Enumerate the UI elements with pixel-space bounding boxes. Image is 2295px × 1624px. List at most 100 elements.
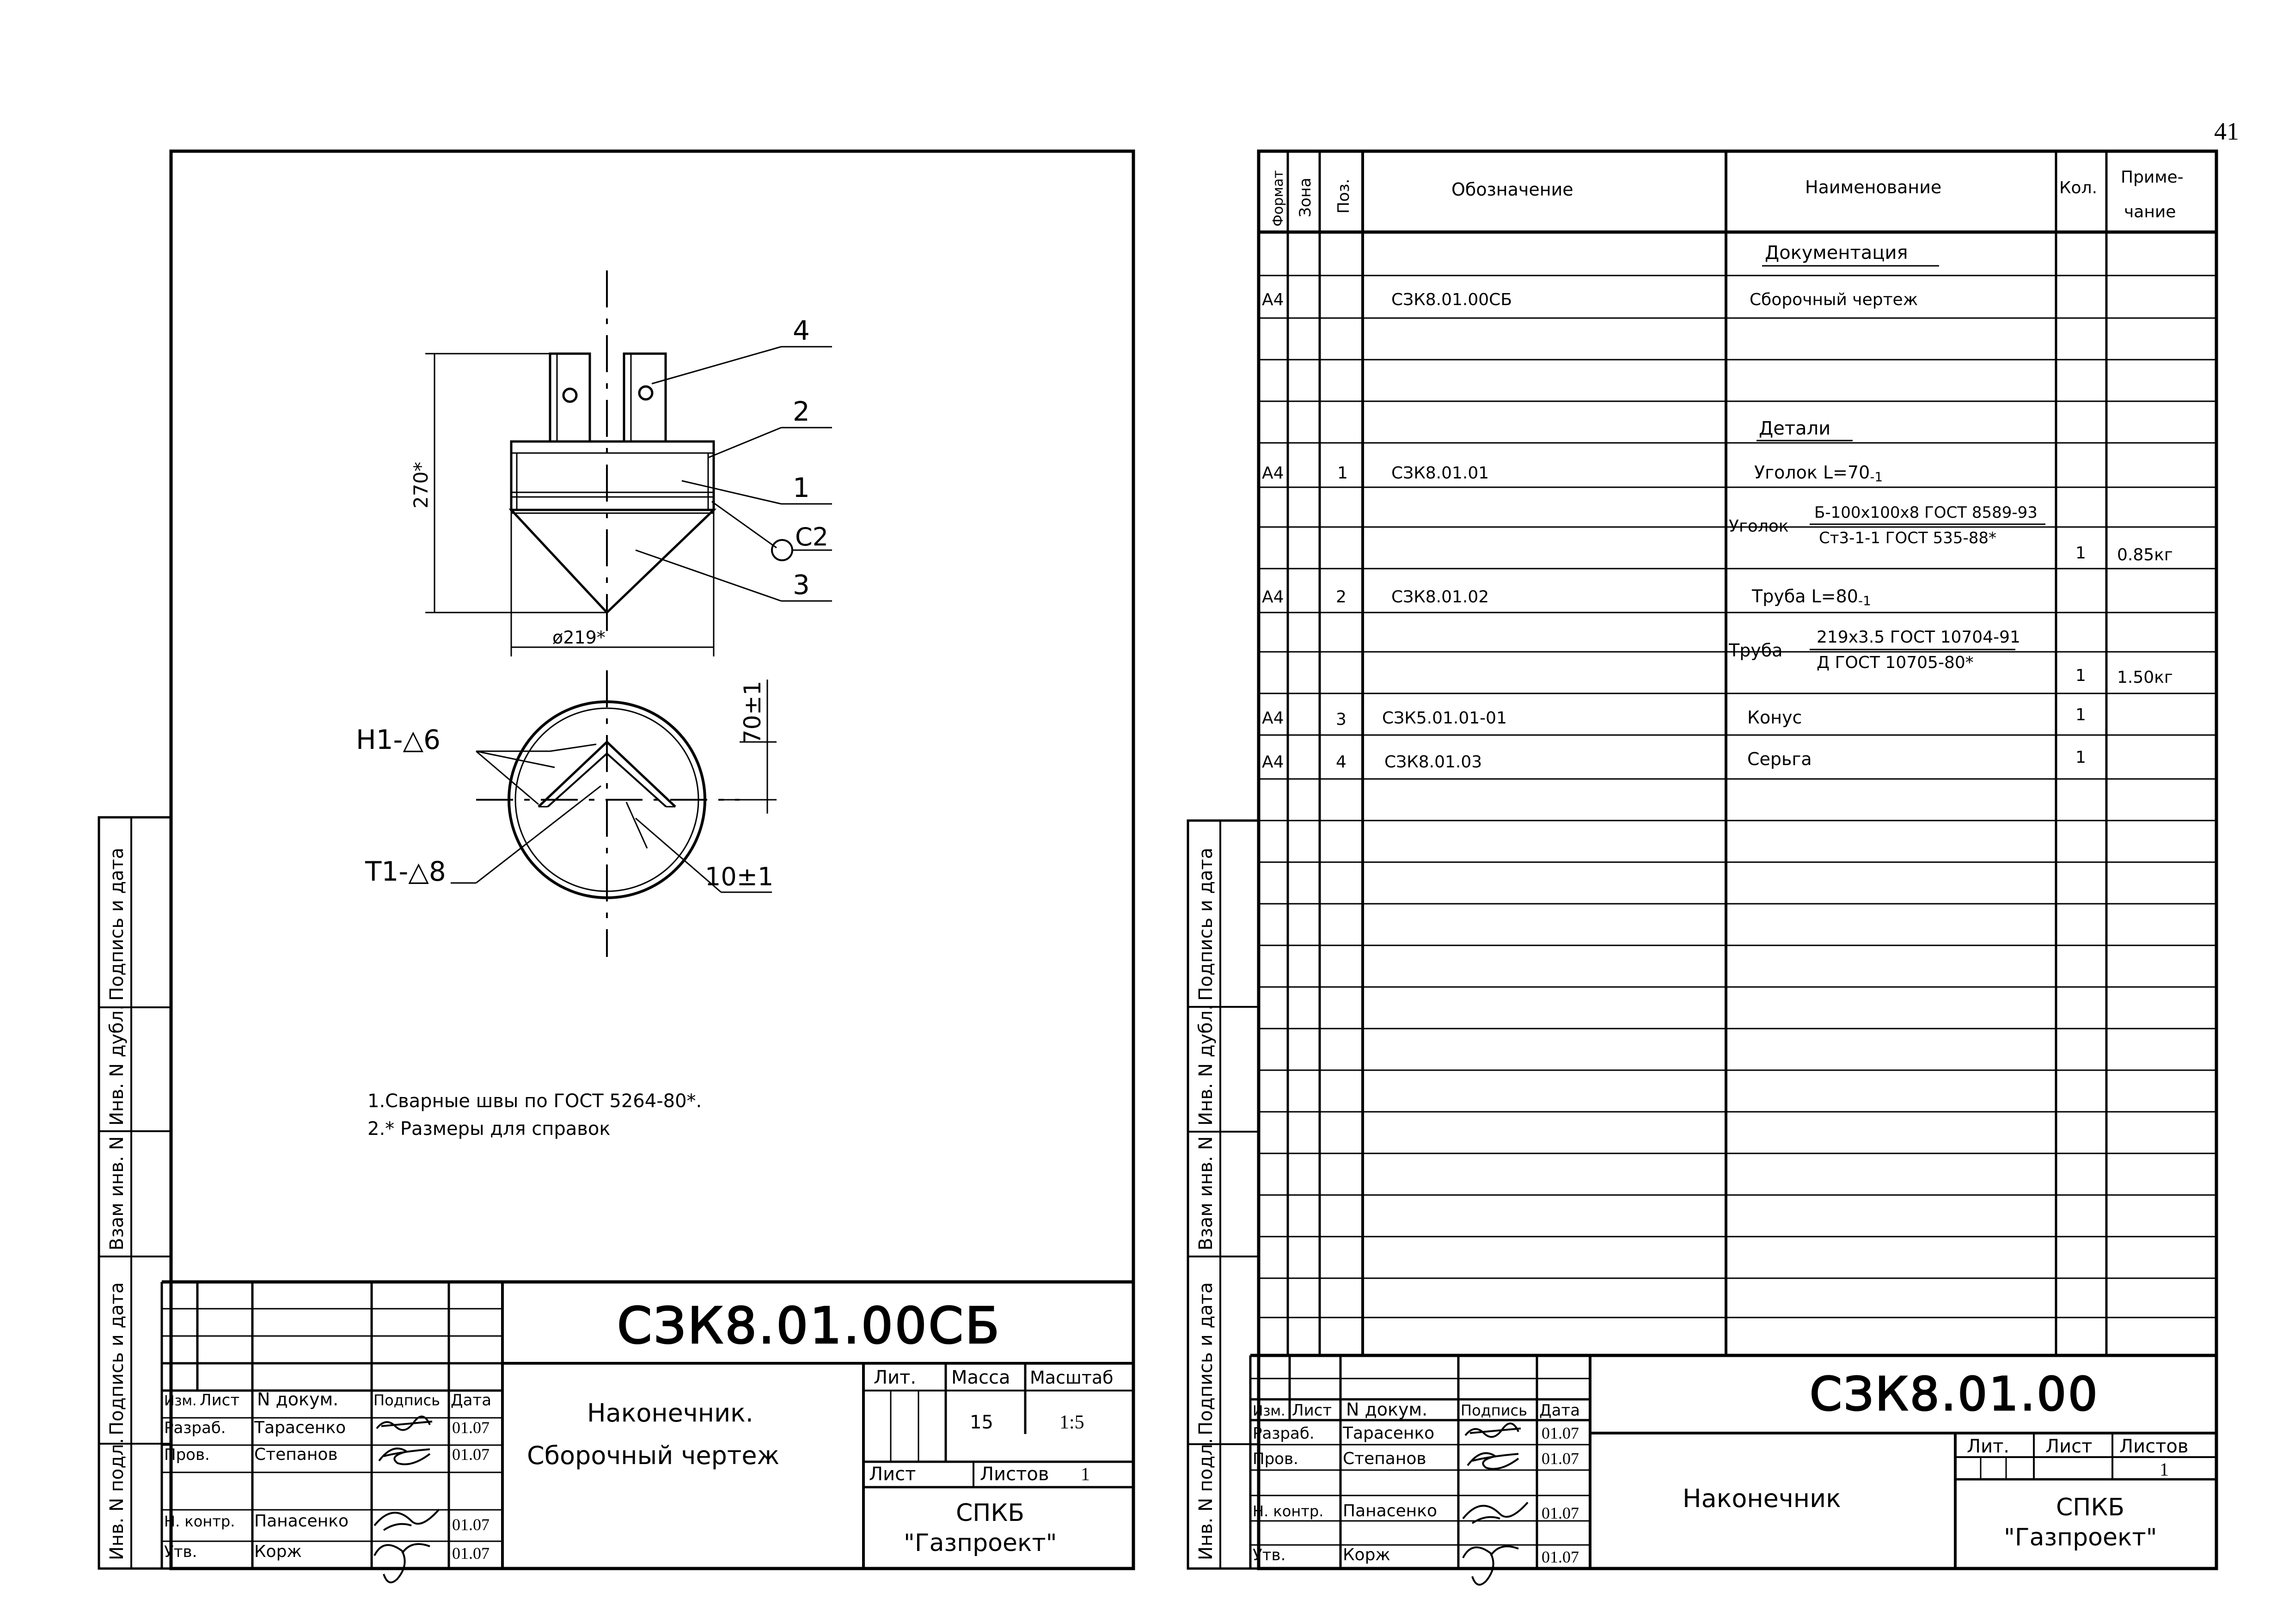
side-label: Взам инв. N bbox=[1195, 1136, 1217, 1250]
hdr-ndoc: N докум. bbox=[1346, 1399, 1427, 1420]
sheets-value: 1 bbox=[2160, 1459, 2169, 1480]
callout-4: 4 bbox=[793, 315, 810, 346]
col-zone: Зона bbox=[1296, 178, 1315, 217]
hdr-data: Дата bbox=[1539, 1401, 1580, 1420]
item-code: СЗК8.01.03 bbox=[1384, 753, 1482, 772]
signatures bbox=[373, 1416, 440, 1583]
material-top: Б-100х100х8 ГОСТ 8589-93 bbox=[1814, 503, 2038, 522]
col-qty: Кол. bbox=[2059, 178, 2097, 197]
left-title-block-text: СЗК8.01.00СБ Изм. Лист N докум. Подпись … bbox=[164, 1297, 1114, 1563]
item-code: СЗК8.01.00СБ bbox=[1391, 290, 1512, 309]
hdr-list: Лист bbox=[1292, 1401, 1332, 1420]
sheet-label: Лист bbox=[2045, 1436, 2092, 1457]
signatures bbox=[1462, 1422, 1529, 1586]
org-line-1: СПКБ bbox=[2056, 1494, 2124, 1521]
item-note: 1.50кг bbox=[2117, 668, 2173, 687]
item-format: A4 bbox=[1262, 709, 1284, 728]
item-qty: 1 bbox=[2075, 666, 2086, 685]
hdr-data: Дата bbox=[451, 1391, 491, 1410]
dim-diameter-label: ø219* bbox=[552, 627, 606, 648]
doc-code: СЗК8.01.00 bbox=[1810, 1367, 2099, 1421]
col-note-2: чание bbox=[2124, 202, 2176, 221]
item-pos: 2 bbox=[1336, 588, 1346, 607]
col-designation: Обозначение bbox=[1451, 179, 1573, 200]
weld-h1-label: H1-△6 bbox=[356, 724, 441, 755]
date: 01.07 bbox=[452, 1445, 490, 1464]
right-side-labels: Инв. N подл. Подпись и дата Взам инв. N … bbox=[1195, 848, 1217, 1560]
hdr-izm: Изм. bbox=[1253, 1403, 1285, 1419]
col-pos: Поз. bbox=[1334, 179, 1353, 214]
length-tolerance: -1 bbox=[1858, 593, 1871, 608]
col-name: Наименование bbox=[1805, 177, 1941, 197]
person-name: Корж bbox=[254, 1542, 302, 1561]
role: Н. контр. bbox=[164, 1513, 235, 1530]
item-pos: 4 bbox=[1336, 753, 1346, 772]
role: Пров. bbox=[164, 1446, 210, 1464]
person-name: Тарасенко bbox=[254, 1418, 346, 1437]
lit-label: Лит. bbox=[874, 1367, 916, 1388]
item-note: 0.85кг bbox=[2117, 545, 2173, 564]
item-qty: 1 bbox=[2075, 705, 2086, 724]
scale-value: 1:5 bbox=[1059, 1412, 1084, 1433]
material-label: Уголок bbox=[1729, 517, 1789, 536]
col-format: Формат bbox=[1270, 170, 1286, 227]
plan-view bbox=[451, 670, 777, 957]
org-line-1: СПКБ bbox=[956, 1499, 1024, 1527]
side-label: Подпись и дата bbox=[106, 848, 128, 1001]
date: 01.07 bbox=[452, 1544, 490, 1563]
callout-3: 3 bbox=[793, 569, 810, 601]
sheets-label: Листов bbox=[980, 1464, 1049, 1485]
item-pos: 3 bbox=[1336, 710, 1346, 729]
item-name: Серьга bbox=[1747, 749, 1812, 769]
person-name: Панасенко bbox=[254, 1512, 349, 1531]
item-code: СЗК8.01.02 bbox=[1391, 588, 1489, 607]
spec-body: Документация Детали A4 СЗК8.01.00СБ Сбор… bbox=[1262, 242, 2173, 772]
item-format: A4 bbox=[1262, 753, 1284, 772]
mass-label: Масса bbox=[951, 1367, 1010, 1388]
section-parts: Детали bbox=[1759, 418, 1830, 439]
note-2: 2.* Размеры для справок bbox=[367, 1118, 611, 1140]
hdr-list: Лист bbox=[200, 1391, 239, 1410]
item-qty: 1 bbox=[2075, 544, 2086, 563]
item-name: Уголок L=70-1 bbox=[1754, 462, 1883, 484]
date: 01.07 bbox=[452, 1515, 490, 1534]
callout-1: 1 bbox=[793, 472, 810, 503]
dim-10-label: 10±1 bbox=[705, 862, 773, 891]
scale-label: Масштаб bbox=[1030, 1367, 1114, 1388]
sheets-value: 1 bbox=[1081, 1464, 1090, 1484]
person-name: Тарасенко bbox=[1342, 1424, 1434, 1443]
notes: 1.Сварные швы по ГОСТ 5264-80*. 2.* Разм… bbox=[367, 1091, 702, 1140]
length-tolerance: -1 bbox=[1870, 469, 1883, 484]
role: Н. контр. bbox=[1253, 1502, 1323, 1520]
item-name: Сборочный чертеж bbox=[1750, 290, 1918, 309]
sheet-label: Лист bbox=[869, 1464, 916, 1485]
doc-code: СЗК8.01.00СБ bbox=[617, 1297, 1001, 1355]
right-sheet bbox=[1187, 149, 2218, 1570]
person-name: Панасенко bbox=[1343, 1501, 1437, 1520]
material-bottom: Д ГОСТ 10705-80* bbox=[1817, 653, 1974, 672]
left-sheet bbox=[98, 149, 1135, 1570]
item-format: A4 bbox=[1262, 290, 1284, 309]
callout-2: 2 bbox=[793, 396, 810, 427]
col-note-1: Приме- bbox=[2121, 168, 2184, 187]
plan-view-labels: H1-△6 T1-△8 70±1 10±1 bbox=[356, 681, 773, 891]
weld-c2-label: C2 bbox=[795, 522, 828, 552]
title-line-2: Сборочный чертеж bbox=[527, 1441, 779, 1470]
role: Пров. bbox=[1253, 1450, 1298, 1468]
item-code: СЗК8.01.01 bbox=[1391, 464, 1489, 483]
hdr-ndoc: N докум. bbox=[257, 1389, 338, 1410]
person-name: Степанов bbox=[254, 1445, 338, 1464]
org-line-2: "Газпроект" bbox=[2004, 1524, 2157, 1551]
material-top: 219х3.5 ГОСТ 10704-91 bbox=[1817, 628, 2020, 647]
hdr-podp: Подпись bbox=[373, 1391, 440, 1409]
material-label: Труба bbox=[1728, 640, 1783, 661]
note-1: 1.Сварные швы по ГОСТ 5264-80*. bbox=[367, 1091, 702, 1112]
hdr-izm: Изм. bbox=[164, 1393, 197, 1409]
side-label: Подпись и дата bbox=[1195, 1282, 1217, 1435]
item-qty: 1 bbox=[2075, 748, 2086, 767]
item-name: Конус bbox=[1747, 707, 1802, 728]
side-label: Подпись и дата bbox=[106, 1282, 128, 1435]
right-title-block-text: СЗК8.01.00 Изм. Лист N докум. Подпись Да… bbox=[1253, 1367, 2188, 1567]
date: 01.07 bbox=[1542, 1548, 1579, 1566]
side-label: Инв. N дубл. bbox=[1195, 1005, 1217, 1126]
